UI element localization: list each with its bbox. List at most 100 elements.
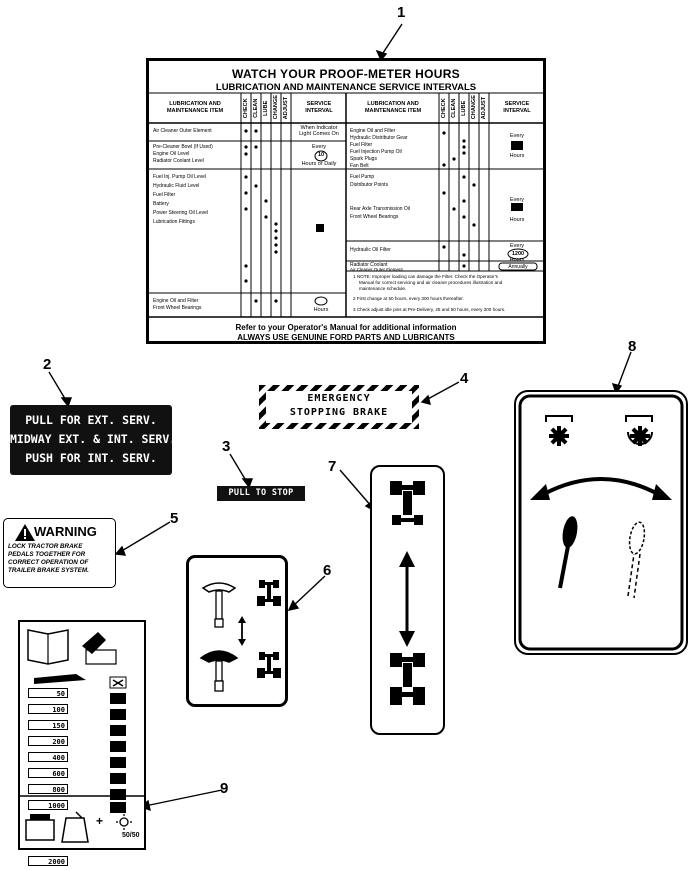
- left-row: Radiator Coolant Level: [153, 158, 204, 164]
- right-row: Engine Oil and Filter: [350, 128, 396, 134]
- col-check: CHECK: [242, 98, 249, 119]
- col-clean: CLEAN: [252, 98, 259, 118]
- right-row: Hydraulic Distributor Gear: [350, 135, 408, 141]
- col-item-left: LUBRICATION AND MAINTENANCE ITEM: [166, 101, 224, 114]
- interval-text: Hours: [509, 257, 525, 263]
- hour-counter: 1000: [28, 800, 68, 810]
- col-lube-r: LUBE: [460, 100, 467, 116]
- right-row: Fuel Pump: [350, 174, 375, 180]
- col-change-r: CHANGE: [470, 95, 477, 120]
- hour-counter: 400: [28, 752, 68, 762]
- speed-range-decal: [370, 465, 445, 735]
- right-row: Spark Plugs: [350, 156, 377, 162]
- callout-5: 5: [170, 510, 179, 527]
- hour-counter: 200: [28, 736, 68, 746]
- tractor-speed-graphic: [390, 481, 425, 705]
- interval-text: Every: [509, 243, 525, 249]
- interval-text: Hours or Daily: [301, 161, 337, 167]
- note-1c: maintenance schedule.: [359, 286, 407, 291]
- warning-line: LOCK TRACTOR BRAKE: [8, 543, 83, 550]
- left-row: Hydraulic Fluid Level: [153, 183, 200, 189]
- col-lube: LUBE: [262, 100, 269, 116]
- maintenance-schedule-decal: 50 100 150 200 400 600 800 1000 2000 + 5…: [18, 620, 146, 866]
- interval-text: Annually: [508, 264, 528, 270]
- col-interval-right: SERVICE INTERVAL: [503, 101, 531, 114]
- pto-knob-decal: [186, 555, 288, 707]
- emergency-brake-decal: EMERGENCY STOPPING BRAKE: [259, 385, 419, 429]
- right-row: Rear Axle Transmission Oil: [350, 206, 411, 212]
- pto-knob-graphic: [199, 580, 281, 692]
- col-clean-r: CLEAN: [450, 98, 457, 118]
- callout-9: 9: [220, 780, 229, 797]
- interval-text: When Indicator Light Comes On: [299, 125, 339, 137]
- chart-title: WATCH YOUR PROOF-METER HOURS: [232, 67, 460, 81]
- col-interval-left: SERVICE INTERVAL: [305, 101, 333, 114]
- hydraulic-lever-graphic: [518, 394, 684, 651]
- left-row: Battery: [153, 201, 169, 207]
- warning-triangle-icon: [15, 524, 35, 541]
- left-row: Engine Oil Level: [153, 151, 190, 157]
- left-row: Fuel Inj. Pump Oil Level: [153, 174, 207, 180]
- col-change: CHANGE: [272, 95, 279, 120]
- plus-sign: +: [96, 814, 104, 828]
- interval-text: Hours: [313, 307, 329, 313]
- warning-line: CORRECT OPERATION OF: [8, 559, 89, 566]
- hydraulic-lever-decal: [514, 390, 688, 655]
- callout-4: 4: [460, 370, 469, 387]
- right-row: Radiator Coolant: [350, 262, 388, 268]
- right-row: Fan Belt: [350, 163, 369, 169]
- col-adjust-r: ADJUST: [480, 96, 487, 120]
- hour-counter: 50: [28, 688, 68, 698]
- callout-8: 8: [628, 338, 637, 355]
- service-selector-decal: PULL FOR EXT. SERV. MIDWAY EXT. & INT. S…: [10, 405, 177, 475]
- chart-subtitle: LUBRICATION AND MAINTENANCE SERVICE INTE…: [215, 82, 477, 93]
- interval-text: Every: [509, 197, 525, 203]
- hazard-stripe-border: [259, 385, 419, 429]
- callout-7: 7: [328, 458, 337, 475]
- interval-text: Every: [311, 144, 327, 150]
- schedule-graphic: [20, 629, 144, 843]
- warning-title: WARNING: [34, 524, 97, 539]
- interval-text: Every: [509, 133, 525, 139]
- col-check-r: CHECK: [440, 98, 447, 119]
- interval-text: 10: [317, 152, 325, 158]
- callout-6: 6: [323, 562, 332, 579]
- chart-footer-1: Refer to your Operator's Manual for addi…: [235, 323, 457, 332]
- decal4-line-2: STOPPING BRAKE: [289, 407, 389, 418]
- hour-counter: 600: [28, 768, 68, 778]
- warning-line: PEDALS TOGETHER FOR: [8, 551, 86, 558]
- hour-counter: 150: [28, 720, 68, 730]
- pull-to-stop-decal: PULL TO STOP: [217, 486, 305, 501]
- lubrication-chart-decal: WATCH YOUR PROOF-METER HOURS LUBRICATION…: [146, 58, 546, 344]
- warning-body: LOCK TRACTOR BRAKE PEDALS TOGETHER FOR C…: [8, 543, 89, 575]
- right-row: Fuel Filter: [350, 142, 373, 148]
- interval-text: Hours: [509, 153, 525, 159]
- right-row: Air Cleaner Outer Element: [350, 267, 403, 272]
- note-3: 3 Check adjust idle pins at Pre-Delivery…: [353, 307, 506, 312]
- decal2-line-2: MIDWAY EXT. & INT. SERV.: [10, 432, 177, 446]
- decal4-line-1: EMERGENCY: [307, 393, 371, 404]
- decal2-line-3: PUSH FOR INT. SERV.: [25, 451, 157, 465]
- left-row: Air Cleaner Outer Element: [153, 128, 212, 134]
- hour-counter: 2000: [28, 856, 68, 866]
- interval-text: 1200: [511, 251, 525, 257]
- callout-1: 1: [397, 4, 406, 21]
- ratio-label: 50/50: [122, 832, 140, 839]
- right-row: Fuel Injection Pump Oil: [350, 149, 402, 155]
- chart-footer-2: ALWAYS USE GENUINE FORD PARTS AND LUBRIC…: [237, 333, 455, 342]
- right-row: Front Wheel Bearings: [350, 214, 399, 220]
- note-1b: Manual for correct servicing and air cle…: [359, 280, 503, 285]
- left-row: Pre-Cleaner Bowl (If Used): [153, 144, 213, 150]
- decal2-line-1: PULL FOR EXT. SERV.: [25, 413, 157, 427]
- callout-2: 2: [43, 356, 52, 373]
- interval-text: Hours: [509, 217, 525, 223]
- note-1: 1 NOTE: Improper loading can damage the …: [353, 274, 498, 279]
- left-row: Power Steering Oil Level: [153, 210, 209, 216]
- note-2: 2 First change at 50 hours, every 300 ho…: [353, 296, 464, 301]
- left-row: Engine Oil and Filter: [153, 298, 199, 304]
- col-item-right: LUBRICATION AND MAINTENANCE ITEM: [364, 101, 422, 114]
- right-row: Hydraulic Oil Filter: [350, 247, 391, 253]
- warning-decal: WARNING LOCK TRACTOR BRAKE PEDALS TOGETH…: [3, 518, 116, 588]
- callout-3: 3: [222, 438, 231, 455]
